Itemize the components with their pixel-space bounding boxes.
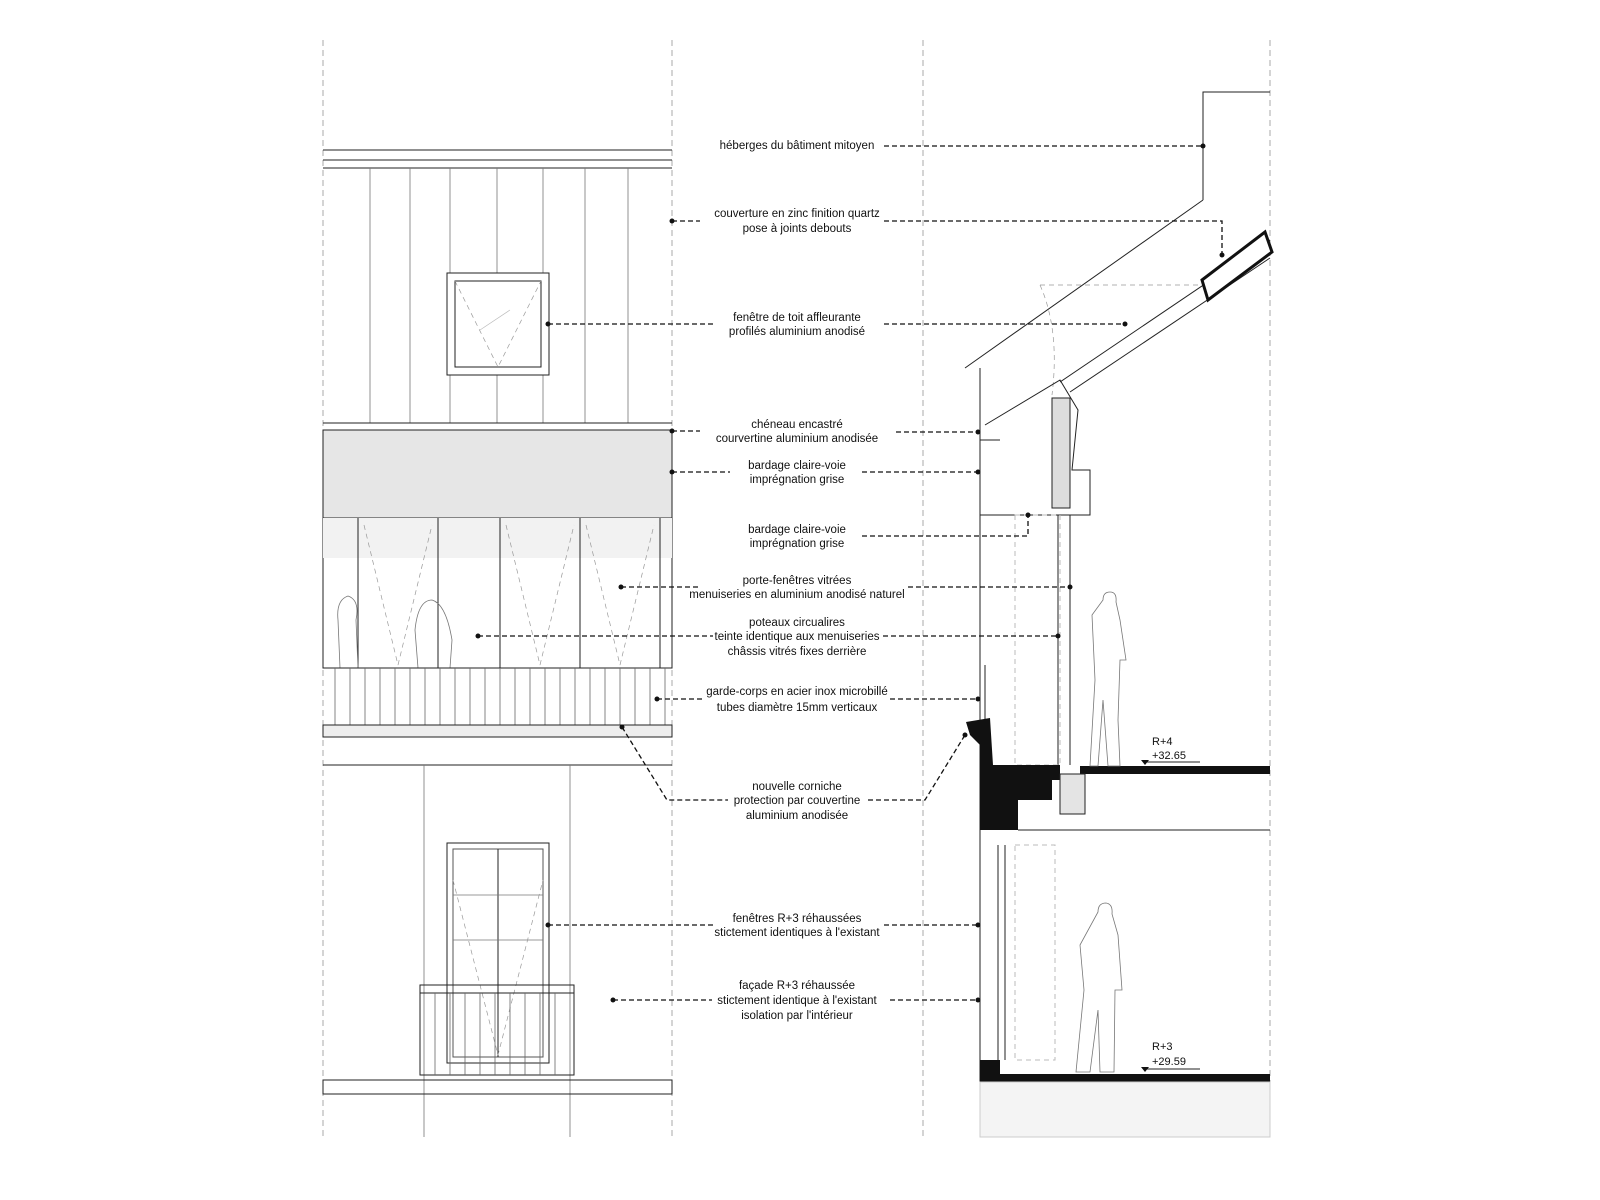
- svg-text:pose à joints debouts: pose à joints debouts: [743, 223, 852, 235]
- cornice-section: [966, 718, 1060, 830]
- svg-text:R+3: R+3: [1152, 1041, 1173, 1053]
- label-bardage-2: bardage claire-voie imprégnation grise: [748, 524, 846, 550]
- svg-text:stictement identique à l'exist: stictement identique à l'existant: [717, 995, 877, 1007]
- svg-text:nouvelle corniche: nouvelle corniche: [752, 781, 842, 793]
- svg-text:garde-corps en acier inox micr: garde-corps en acier inox microbillé: [706, 686, 888, 698]
- label-bardage-1: bardage claire-voie imprégnation grise: [748, 460, 846, 486]
- svg-text:teinte identique aux menuiseri: teinte identique aux menuiseries: [715, 631, 880, 643]
- r3-window-elevation: [446, 842, 550, 1064]
- roof-window-elevation: [446, 272, 550, 376]
- zinc-roof-section: [1200, 229, 1274, 303]
- svg-text:imprégnation grise: imprégnation grise: [750, 474, 845, 486]
- r3-slab: [980, 1074, 1270, 1082]
- railing-elevation: [322, 667, 673, 738]
- label-couverture-zinc: couverture en zinc finition quartz pose …: [714, 208, 880, 235]
- svg-text:façade R+3 réhaussée: façade R+3 réhaussée: [739, 980, 855, 992]
- svg-text:+32.65: +32.65: [1152, 750, 1186, 762]
- label-cheneau: chéneau encastré courvertine aluminium a…: [716, 419, 878, 445]
- level-marker-r3: R+3 +29.59: [1141, 1041, 1200, 1072]
- level-triangle-icon: [1141, 1067, 1149, 1072]
- r3-balcony-elevation: [419, 984, 575, 1076]
- label-garde-corps: garde-corps en acier inox microbillé tub…: [706, 686, 888, 714]
- svg-text:fenêtres R+3 réhaussées: fenêtres R+3 réhaussées: [733, 913, 862, 925]
- label-heberges: héberges du bâtiment mitoyen: [720, 140, 875, 152]
- building-section: [964, 91, 1274, 1138]
- cladding-band: [322, 429, 673, 519]
- svg-text:tubes diamètre 15mm verticaux: tubes diamètre 15mm verticaux: [717, 702, 878, 714]
- svg-text:stictement identiques à l'exis: stictement identiques à l'existant: [714, 927, 880, 939]
- svg-text:châssis vitrés fixes derrière: châssis vitrés fixes derrière: [728, 646, 867, 658]
- label-porte-fenetres: porte-fenêtres vitrées menuiseries en al…: [689, 575, 904, 601]
- svg-text:bardage claire-voie: bardage claire-voie: [748, 524, 846, 536]
- svg-text:porte-fenêtres vitrées: porte-fenêtres vitrées: [743, 575, 852, 587]
- label-fenetres-r3: fenêtres R+3 réhaussées stictement ident…: [714, 913, 880, 939]
- label-facade-r3: façade R+3 réhaussée stictement identiqu…: [717, 980, 877, 1022]
- facade-elevation: [322, 149, 673, 1137]
- svg-text:protection par couvertine: protection par couvertine: [734, 795, 861, 807]
- level-marker-r4: R+4 +32.65: [1141, 736, 1200, 765]
- svg-text:R+4: R+4: [1152, 736, 1173, 748]
- svg-text:+29.59: +29.59: [1152, 1056, 1186, 1068]
- svg-text:imprégnation grise: imprégnation grise: [750, 538, 845, 550]
- person-silhouette: [1075, 902, 1123, 1073]
- svg-text:isolation par l'intérieur: isolation par l'intérieur: [741, 1010, 853, 1022]
- svg-text:bardage claire-voie: bardage claire-voie: [748, 460, 846, 472]
- r4-slab: [1080, 766, 1270, 774]
- svg-text:profilés aluminium anodisé: profilés aluminium anodisé: [729, 326, 865, 338]
- svg-text:courvertine aluminium anodisée: courvertine aluminium anodisée: [716, 433, 878, 445]
- label-poteaux: poteaux circualires teinte identique aux…: [715, 617, 880, 658]
- label-fenetre-toit: fenêtre de toit affleurante profilés alu…: [729, 312, 865, 338]
- svg-text:poteaux circualires: poteaux circualires: [749, 617, 845, 629]
- annotation-leaders: [475, 143, 1225, 1003]
- label-corniche: nouvelle corniche protection par couvert…: [734, 781, 861, 822]
- glazing-doors: [322, 517, 673, 669]
- level-triangle-icon: [1141, 760, 1149, 765]
- svg-text:fenêtre de toit affleurante: fenêtre de toit affleurante: [733, 312, 861, 324]
- svg-text:aluminium anodisée: aluminium anodisée: [746, 810, 848, 822]
- svg-text:couverture en zinc finition qu: couverture en zinc finition quartz: [714, 208, 880, 220]
- insulation: [1051, 397, 1071, 509]
- person-silhouette: [1089, 591, 1127, 767]
- annotation-labels: héberges du bâtiment mitoyen couverture …: [689, 140, 904, 1022]
- svg-text:menuiseries en aluminium anodi: menuiseries en aluminium anodisé naturel: [689, 589, 904, 601]
- svg-text:chéneau encastré: chéneau encastré: [751, 419, 842, 431]
